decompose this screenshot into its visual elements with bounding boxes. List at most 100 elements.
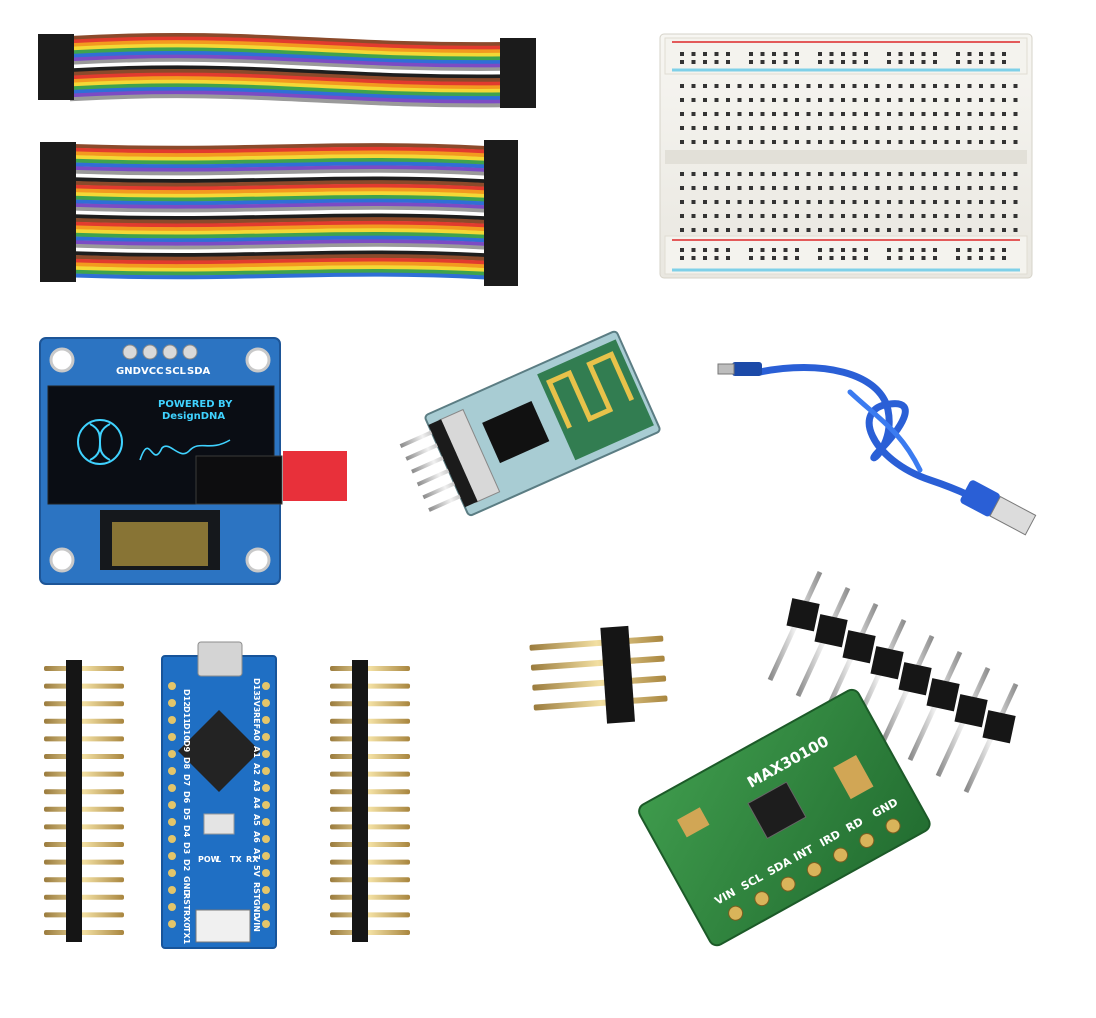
rail-hole [967,60,972,64]
breadboard-hole [703,228,707,232]
breadboard-hole [852,126,857,130]
breadboard-hole [795,84,799,88]
nano-pin-label: D7 [182,774,191,786]
breadboard-hole [795,228,799,232]
jumper-wire [73,143,487,150]
rail-hole [852,256,857,260]
rail-hole [714,60,719,64]
max30100-pin-pad [806,862,822,878]
jumper-wire [73,261,487,269]
nano-pin-pad [262,920,270,928]
breadboard-hole [852,84,857,88]
breadboard-hole [875,140,880,144]
breadboard-hole [726,228,730,232]
header-pin [44,754,124,759]
rail-hole [852,60,857,64]
breadboard-hole [956,186,960,190]
breadboard-hole [944,140,949,144]
breadboard-hole [841,126,845,130]
breadboard-hole [691,126,696,130]
breadboard-hole [703,200,707,204]
breadboard-hole [680,200,684,204]
rail-hole [680,256,684,260]
pin-header-8pin [767,570,1019,794]
rail-hole [887,52,891,56]
breadboard-hole [760,84,765,88]
breadboard-hole [818,112,822,116]
header-pin [330,877,410,883]
jumper-wire [73,206,487,213]
header-pin [44,930,124,935]
rail-hole [749,256,753,260]
nano-pin-pad [262,886,270,894]
breadboard-hole [933,214,937,218]
jumper-wire [73,198,487,206]
rail-hole [990,256,995,260]
breadboard-hole [818,214,822,218]
breadboard-hole [737,214,742,218]
breadboard-hole [875,186,880,190]
nano-pin-pad [168,920,176,928]
nano-pin-label: A2 [252,763,261,775]
breadboard-hole [910,186,914,190]
breadboard-hole [783,186,788,190]
breadboard-hole [921,214,926,218]
header-housing [870,646,904,680]
breadboard-hole [806,126,811,130]
breadboard-hole [864,200,868,204]
breadboard-hole [1013,172,1018,176]
breadboard-hole [887,98,891,102]
breadboard-hole [829,126,834,130]
breadboard-hole [898,172,903,176]
breadboard-hole [726,84,730,88]
breadboard-hole [910,126,914,130]
breadboard-hole [933,112,937,116]
nano-pin-label: RX0 [182,910,191,928]
rail-hole [829,248,834,252]
breadboard-hole [956,84,960,88]
oled-pin-gnd: GND [116,366,141,377]
header-housing [842,630,876,664]
breadboard-hole [921,98,926,102]
rail-hole [956,60,960,64]
rail-hole [760,60,765,64]
nano-pin-pad [262,869,270,877]
breadboard-hole [956,200,960,204]
rail-hole [956,256,960,260]
breadboard-hole [691,98,696,102]
breadboard-hole [898,186,903,190]
breadboard-hole [967,98,972,102]
breadboard-hole [967,186,972,190]
header-pin [330,842,410,847]
header-pin [44,912,124,918]
breadboard-hole [875,84,880,88]
breadboard-hole [806,140,811,144]
breadboard-hole [990,172,995,176]
jumper-wire [73,246,487,254]
breadboard-hole [898,84,903,88]
rail-hole [979,60,983,64]
breadboard-hole [714,84,719,88]
rail-hole [910,60,914,64]
breadboard-hole [818,228,822,232]
nano-pin-pad [168,750,176,758]
nano-pin-label: D8 [182,757,191,770]
nano-pin-pad [262,750,270,758]
rail-hole [691,256,696,260]
rail-hole [691,52,696,56]
nano-pin-pad [168,801,176,809]
nano-pin-label: RST [182,893,191,911]
nano-pin-label: GND [252,899,261,919]
breadboard-hole [1002,112,1006,116]
breadboard-hole [967,112,972,116]
breadboard-hole [841,84,845,88]
breadboard-hole [680,140,684,144]
breadboard-hole [1002,214,1006,218]
nano-pin-label: GND [182,876,191,896]
breadboard-hole [703,186,707,190]
breadboard-hole [852,186,857,190]
breadboard-hole [898,214,903,218]
pin-header-strip-right [330,660,410,942]
breadboard-hole [829,228,834,232]
